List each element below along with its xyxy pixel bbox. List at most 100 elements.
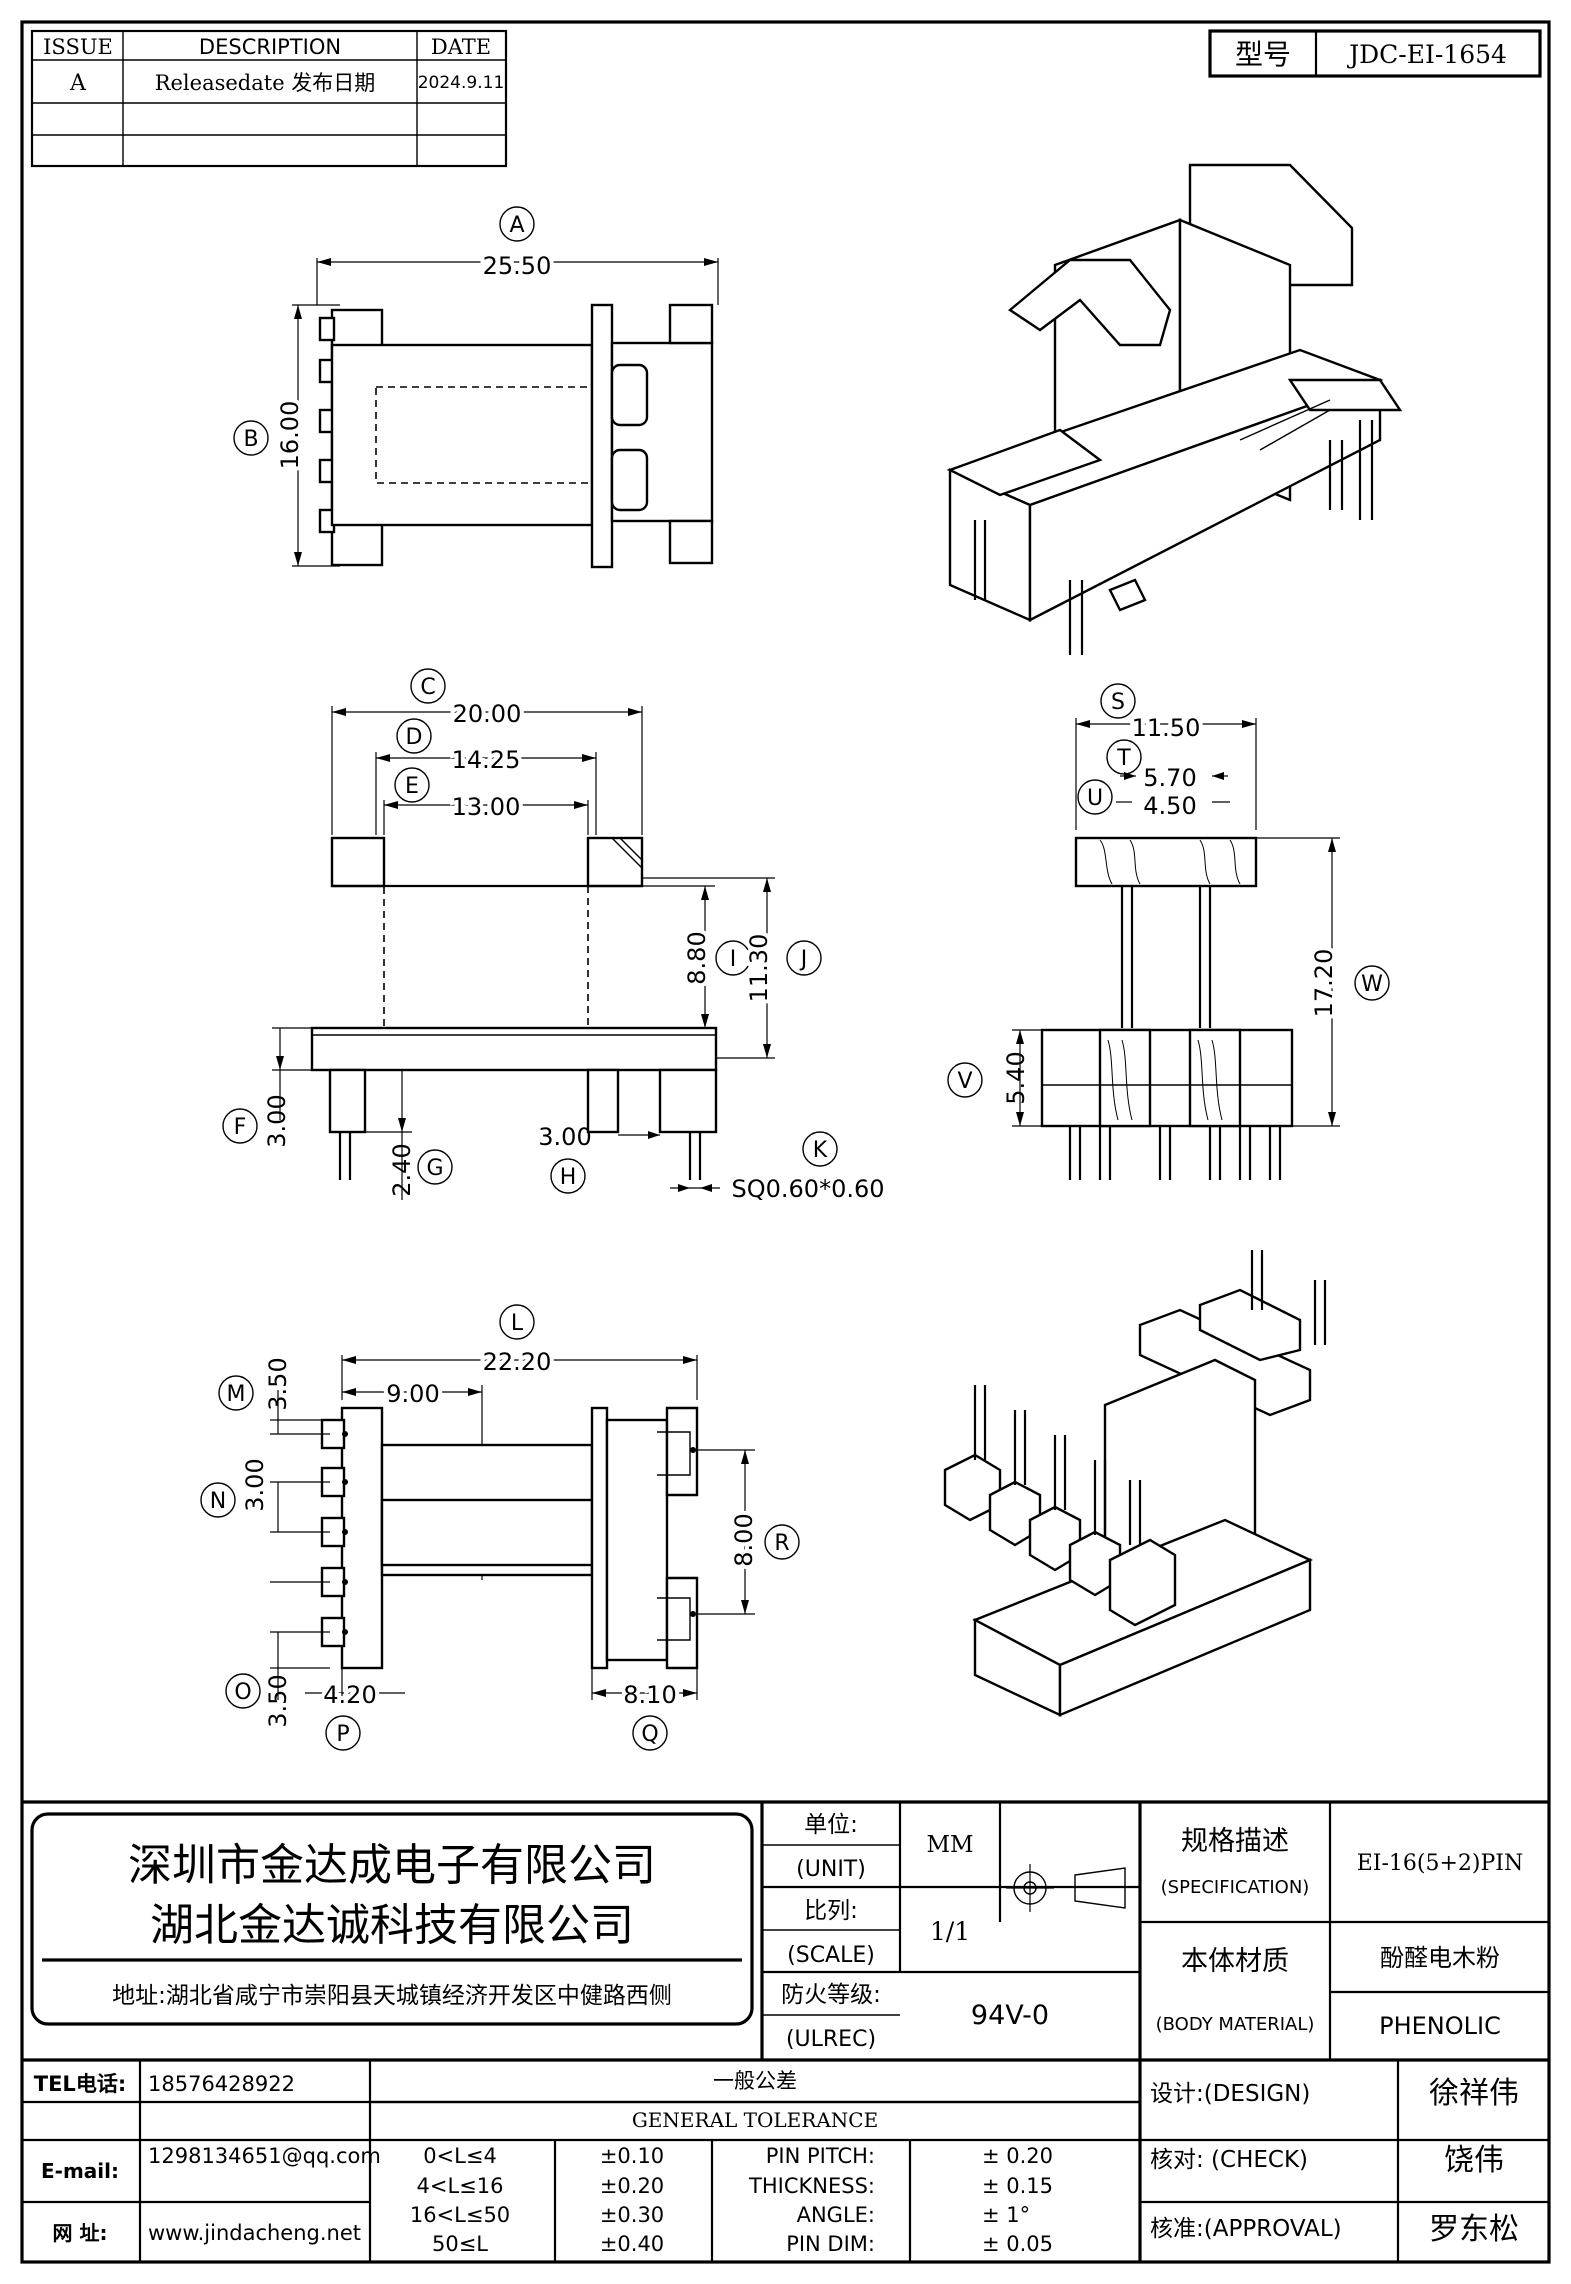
dim-C: 20.00	[453, 700, 522, 728]
dim-P: 4.20	[323, 1681, 376, 1709]
tolerance-tol-1: ± 0.20	[982, 2144, 1053, 2168]
material-value-cn: 酚醛电木粉	[1380, 1944, 1500, 1972]
tolerance-value-2: ±0.20	[600, 2174, 664, 2198]
svg-text:S: S	[1111, 690, 1125, 715]
scale-value: 1/1	[930, 1917, 970, 1946]
svg-text:H: H	[560, 1165, 577, 1190]
dim-H: 3.00	[538, 1123, 591, 1151]
title-block	[22, 1800, 1549, 2262]
ulrec-label-cn: 防火等级:	[781, 1982, 881, 2008]
email-label: E-mail:	[41, 2159, 119, 2183]
dim-V: 5.40	[1002, 1051, 1030, 1104]
revision-row-issue: A	[69, 71, 87, 96]
dim-K: SQ0.60*0.60	[732, 1175, 885, 1203]
spec-value: EI-16(5+2)PIN	[1357, 1851, 1524, 1876]
svg-text:P: P	[336, 1722, 349, 1747]
material-value-en: PHENOLIC	[1379, 2012, 1501, 2040]
dim-A: 25.50	[483, 252, 552, 280]
svg-text:I: I	[730, 947, 737, 972]
svg-text:N: N	[210, 1489, 226, 1514]
revision-header-date: DATE	[431, 35, 491, 59]
revision-row-date: 2024.9.11	[418, 73, 505, 93]
check-value: 饶伟	[1444, 2143, 1504, 2178]
revision-row-description: Releasedate 发布日期	[155, 71, 376, 95]
company-name-2: 湖北金达诚科技有限公司	[150, 1900, 634, 1951]
tolerance-tol-3: ± 1°	[982, 2203, 1030, 2227]
tolerance-range-1: 0<L≤4	[423, 2144, 497, 2168]
revision-header-issue: ISSUE	[43, 35, 113, 59]
dim-N: 3.00	[241, 1458, 269, 1511]
ulrec-value: 94V-0	[971, 2000, 1049, 2031]
web-value: www.jindacheng.net	[148, 2221, 361, 2245]
tolerance-item-3: ANGLE:	[797, 2203, 875, 2227]
web-label: 网 址:	[53, 2221, 108, 2245]
approve-label: 核准:(APPROVAL)	[1150, 2216, 1342, 2242]
tel-value: 18576428922	[148, 2072, 295, 2096]
tolerance-value-3: ±0.30	[600, 2203, 664, 2227]
svg-text:O: O	[234, 1680, 251, 1705]
email-value: 1298134651@qq.com	[148, 2144, 381, 2168]
svg-text:V: V	[957, 1069, 972, 1094]
tolerance-title-en: GENERAL TOLERANCE	[632, 2108, 878, 2132]
tolerance-value-1: ±0.10	[600, 2144, 664, 2168]
design-label: 设计:(DESIGN)	[1150, 2081, 1310, 2107]
svg-text:J: J	[799, 947, 808, 972]
dim-G: 2.40	[388, 1143, 416, 1196]
sheet-border	[20, 20, 1551, 2264]
design-value: 徐祥伟	[1429, 2076, 1519, 2111]
revision-header-description: DESCRIPTION	[199, 35, 341, 59]
dim-U: 4.50	[1143, 792, 1196, 820]
model-value: JDC-EI-1654	[1346, 40, 1507, 69]
approve-value: 罗东松	[1429, 2212, 1519, 2247]
iso-view-bottom	[943, 1250, 1327, 1717]
dim-F: 3.00	[263, 1094, 291, 1147]
dim-E: 13.00	[452, 793, 521, 821]
svg-text:C: C	[420, 675, 435, 700]
ulrec-label-en: (ULREC)	[786, 2027, 876, 2052]
company-address: 地址:湖北省咸宁市崇阳县天城镇经济开发区中健路西侧	[112, 1983, 672, 2009]
model-label: 型号	[1235, 38, 1291, 71]
svg-text:G: G	[426, 1156, 443, 1181]
dim-D: 14.25	[452, 746, 521, 774]
dim-M: 3.50	[264, 1357, 292, 1410]
svg-text:A: A	[509, 213, 524, 238]
dim-R: 8.00	[730, 1513, 758, 1566]
dim-Q: 8.10	[623, 1681, 676, 1709]
dim-W: 17.20	[1310, 949, 1338, 1018]
svg-text:W: W	[1361, 972, 1383, 997]
dim-B: 16.00	[276, 401, 304, 470]
tolerance-item-2: THICKNESS:	[748, 2174, 875, 2198]
dim-T: 5.70	[1143, 764, 1196, 792]
tolerance-range-3: 16<L≤50	[410, 2203, 510, 2227]
unit-label-en: (UNIT)	[796, 1857, 866, 1882]
tolerance-tol-4: ± 0.05	[982, 2232, 1053, 2256]
top-view: A 25.50 B 16.00	[233, 206, 719, 569]
unit-value: MM	[926, 1832, 973, 1858]
tolerance-title-cn: 一般公差	[713, 2069, 797, 2093]
svg-text:M: M	[227, 1382, 246, 1407]
dim-L-pitch: 9.00	[386, 1380, 439, 1408]
dim-L: 22.20	[483, 1348, 552, 1376]
svg-text:F: F	[234, 1115, 247, 1140]
scale-label-cn: 比列:	[804, 1898, 858, 1924]
svg-text:T: T	[1116, 746, 1131, 771]
spec-label-cn: 规格描述	[1181, 1826, 1289, 1857]
tolerance-range-4: 50≤L	[432, 2232, 488, 2256]
svg-text:L: L	[511, 1311, 524, 1336]
dim-O: 3.50	[264, 1674, 292, 1727]
side-view: S 11.50 T 5.70 U 4.50	[947, 683, 1390, 1180]
tolerance-item-4: PIN DIM:	[786, 2232, 875, 2256]
svg-text:R: R	[774, 1531, 789, 1556]
svg-text:Q: Q	[641, 1722, 658, 1747]
svg-text:U: U	[1087, 786, 1103, 811]
tolerance-tol-2: ± 0.15	[982, 2174, 1053, 2198]
dim-J: 11.30	[745, 934, 773, 1003]
tel-label: TEL电话:	[34, 2072, 126, 2096]
svg-text:D: D	[406, 725, 423, 750]
company-name-1: 深圳市金达成电子有限公司	[128, 1840, 656, 1891]
scale-label-en: (SCALE)	[787, 1943, 875, 1968]
dim-I: 8.80	[683, 931, 711, 984]
iso-view-top	[946, 163, 1403, 655]
material-label-en: (BODY MATERIAL)	[1156, 2014, 1315, 2035]
